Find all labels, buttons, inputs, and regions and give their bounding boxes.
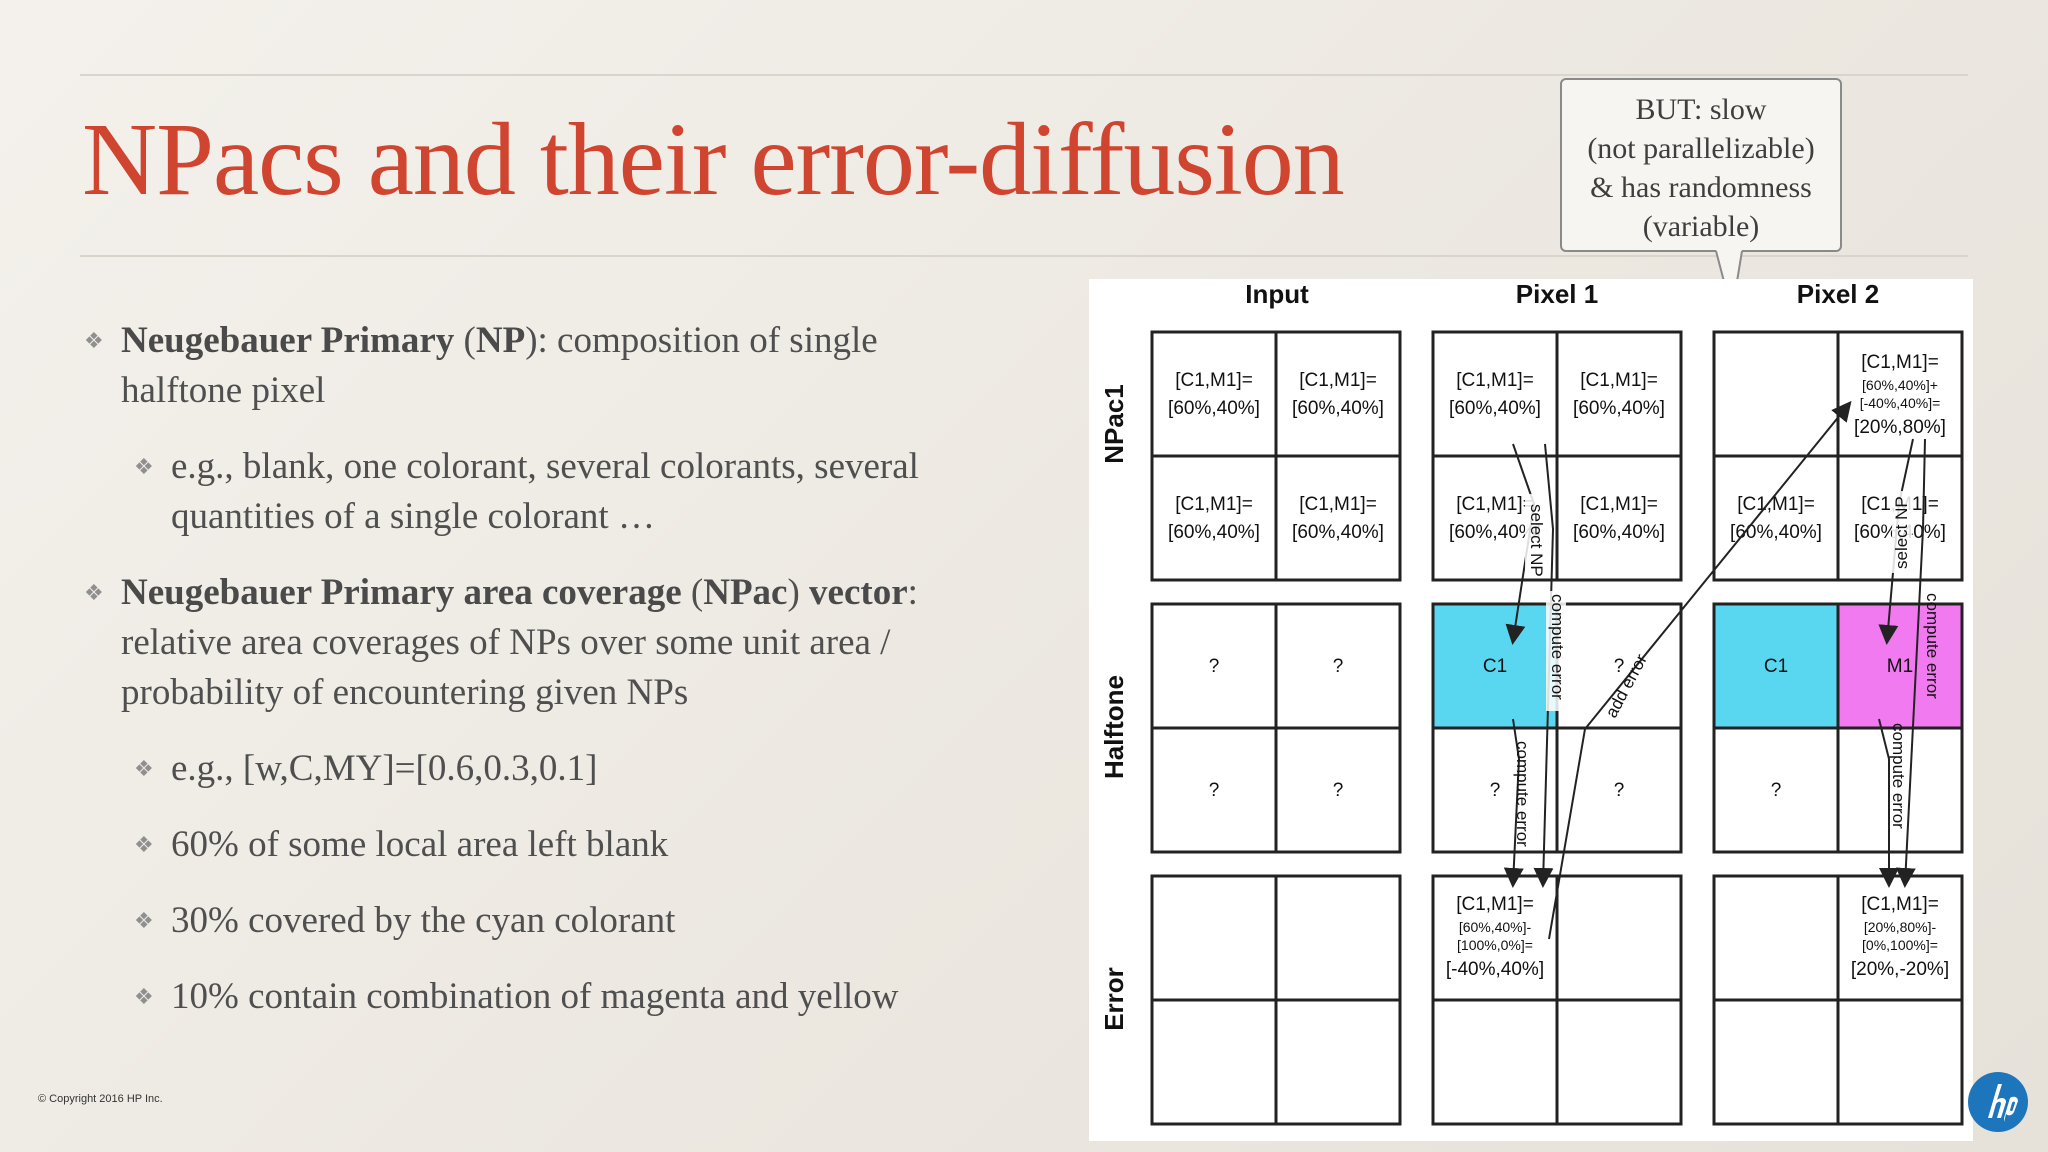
unknown-mark: ?	[1490, 780, 1501, 801]
bullet-npac: ❖ Neugebauer Primary area coverage (NPac…	[84, 568, 918, 718]
col-header-pixel2: Pixel 2	[1797, 279, 1879, 309]
p1-cell-val: [60%,40%]	[1449, 522, 1541, 543]
p1-cell-val: [60%,40%]	[1449, 398, 1541, 419]
arrow-compute-error-p2-lower	[1878, 718, 1899, 888]
bullet-marker: ❖	[134, 908, 154, 933]
arrow-compute-error-p2	[1895, 438, 1926, 888]
p1-cell-eq: [C1,M1]=	[1456, 370, 1534, 391]
bullet-blank: ❖ 60% of some local area left blank	[134, 820, 668, 870]
err1-line4: [-40%,40%]	[1446, 959, 1544, 980]
p2-cell-val: [60%,40%]	[1730, 522, 1822, 543]
figure-svg: Input Pixel 1 Pixel 2 NPac1 Halftone Err…	[1099, 279, 1964, 1126]
bullet-marker: ❖	[84, 328, 104, 353]
callout-box: BUT: slow (not parallelizable) & has ran…	[1560, 78, 1842, 252]
callout-line-1: BUT: slow	[1635, 93, 1767, 126]
grid-npac1	[1150, 330, 1964, 582]
callout-line-4: (variable)	[1642, 210, 1760, 243]
grid-halftone	[1150, 602, 1964, 854]
unknown-mark: ?	[1333, 656, 1344, 677]
err1-line2: [60%,40%]-	[1459, 919, 1532, 935]
hp-logo	[1968, 1072, 2028, 1132]
input-cell-val: [60%,40%]	[1168, 522, 1260, 543]
magenta-cell	[1838, 604, 1962, 728]
bullet-marker: ❖	[134, 832, 154, 857]
callout-line-3: & has randomness	[1590, 171, 1812, 204]
p1-cell-val: [60%,40%]	[1573, 522, 1665, 543]
cyan-cell	[1433, 604, 1557, 728]
p2-top-line4: [20%,80%]	[1854, 417, 1946, 438]
label-compute-error-p1-lower: compute error	[1513, 741, 1532, 847]
err2-line4: [20%,-20%]	[1851, 959, 1949, 980]
unknown-mark: ?	[1209, 656, 1220, 677]
label-compute-error-p2: compute error	[1923, 593, 1942, 699]
bullet-npac-example: ❖ e.g., [w,C,MY]=[0.6,0.3,0.1]	[134, 744, 597, 794]
unknown-mark: ?	[1614, 656, 1625, 677]
input-cell-eq: [C1,M1]=	[1175, 494, 1253, 515]
input-cell-val: [60%,40%]	[1168, 398, 1260, 419]
unknown-mark: ?	[1333, 780, 1344, 801]
bullet-marker: ❖	[84, 580, 104, 605]
p2-top-line1: [C1,M1]=	[1861, 352, 1939, 373]
unknown-mark: ?	[1614, 780, 1625, 801]
input-cell-eq: [C1,M1]=	[1299, 494, 1377, 515]
copyright: © Copyright 2016 HP Inc.	[38, 1093, 163, 1105]
err2-line3: [0%,100%]=	[1862, 937, 1938, 953]
arrow-compute-error-p1-lower	[1503, 718, 1524, 888]
label-compute-error-p1: compute error	[1548, 594, 1567, 700]
input-cell-val: [60%,40%]	[1292, 522, 1384, 543]
unknown-mark: ?	[1771, 780, 1782, 801]
top-divider	[80, 74, 1968, 76]
row-label-halftone: Halftone	[1099, 675, 1129, 779]
p1-cell-val: [60%,40%]	[1573, 398, 1665, 419]
grid-error	[1150, 874, 1964, 1126]
err1-line3: [100%,0%]=	[1457, 937, 1533, 953]
halftone-m1: M1	[1887, 656, 1913, 677]
err2-line1: [C1,M1]=	[1861, 894, 1939, 915]
arrow-compute-error-p1	[1533, 443, 1555, 888]
col-header-input: Input	[1245, 279, 1309, 309]
bullet-cyan: ❖ 30% covered by the cyan colorant	[134, 896, 675, 946]
bullet-np-example: ❖ e.g., blank, one colorant, several col…	[134, 442, 919, 542]
label-select-np-p1: select NP	[1527, 504, 1546, 577]
p2-cell-eq: [C1,M1]=	[1737, 494, 1815, 515]
arrow-add-error	[1548, 400, 1852, 940]
bullet-marker: ❖	[134, 984, 154, 1009]
label-add-error: add error	[1602, 651, 1651, 721]
error-diffusion-figure: Input Pixel 1 Pixel 2 NPac1 Halftone Err…	[1089, 279, 1973, 1141]
label-select-np-p2: select NP	[1892, 496, 1911, 569]
bullet-marker: ❖	[134, 454, 154, 479]
halftone-c1: C1	[1764, 656, 1788, 677]
bullet-marker: ❖	[134, 756, 154, 781]
unknown-mark: ?	[1209, 780, 1220, 801]
input-cell-eq: [C1,M1]=	[1299, 370, 1377, 391]
p2-top-line3: [-40%,40%]=	[1860, 395, 1941, 411]
title-divider	[80, 255, 1968, 257]
p1-cell-eq: [C1,M1]=	[1580, 370, 1658, 391]
label-compute-error-p2-lower: compute error	[1889, 723, 1908, 829]
p1-cell-eq: [C1,M1]=	[1580, 494, 1658, 515]
row-label-npac1: NPac1	[1099, 384, 1129, 464]
slide-title: NPacs and their error-diffusion	[82, 102, 1345, 217]
col-header-pixel1: Pixel 1	[1516, 279, 1598, 309]
bullet-magenta-yellow: ❖ 10% contain combination of magenta and…	[134, 972, 898, 1022]
halftone-c1: C1	[1483, 656, 1507, 677]
callout-line-2: (not parallelizable)	[1587, 132, 1815, 165]
p1-cell-eq: [C1,M1]=	[1456, 494, 1534, 515]
input-cell-eq: [C1,M1]=	[1175, 370, 1253, 391]
cyan-cell	[1714, 604, 1838, 728]
row-label-error: Error	[1099, 967, 1129, 1031]
err1-line1: [C1,M1]=	[1456, 894, 1534, 915]
p2-top-line2: [60%,40%]+	[1862, 377, 1938, 393]
err2-line2: [20%,80%]-	[1864, 919, 1937, 935]
bullet-np: ❖ Neugebauer Primary (NP): composition o…	[84, 316, 878, 416]
input-cell-val: [60%,40%]	[1292, 398, 1384, 419]
